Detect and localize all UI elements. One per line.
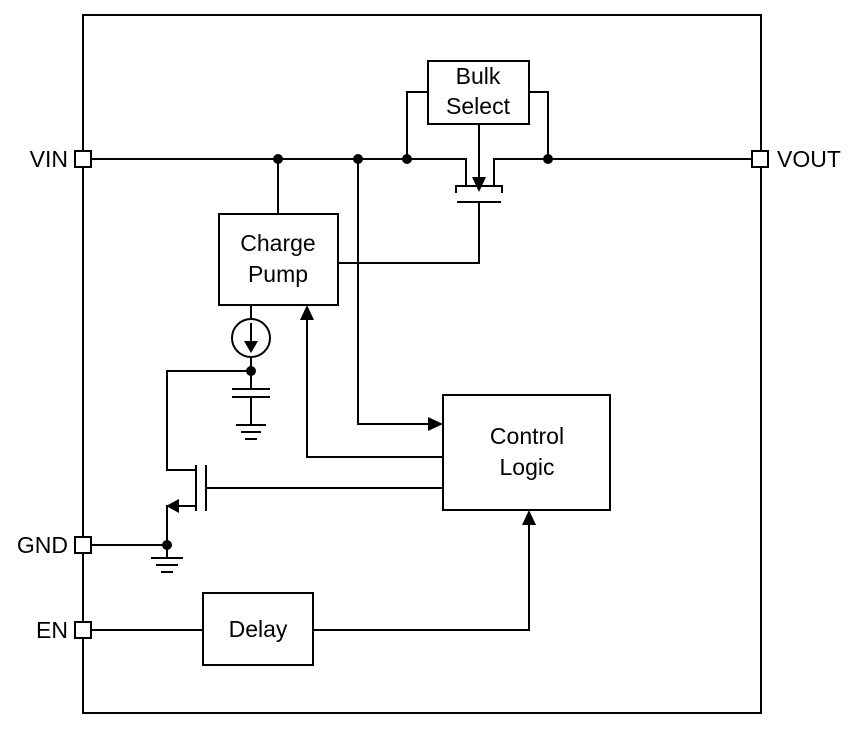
capacitor-symbol	[232, 388, 270, 398]
wires	[90, 91, 753, 631]
delay-label: Delay	[229, 616, 288, 642]
control-logic-label-line2: Logic	[500, 454, 555, 480]
pin-vout-label: VOUT	[777, 146, 841, 172]
current-source-symbol	[231, 318, 271, 358]
delay-block: Delay	[202, 592, 314, 666]
arrow-to-control-logic	[428, 417, 443, 431]
pin-vin: VIN	[30, 146, 92, 172]
bulk-select-label-line1: Bulk	[456, 63, 501, 89]
junction-dots	[162, 154, 553, 550]
control-logic-label-line1: Control	[490, 423, 564, 449]
control-logic-block: Control Logic	[442, 394, 611, 511]
ic-outline	[82, 14, 762, 714]
pin-en-label: EN	[36, 617, 68, 643]
pin-vin-label: VIN	[30, 146, 68, 172]
arrow-to-charge-pump	[300, 305, 314, 320]
pin-gnd-label: GND	[17, 532, 68, 558]
charge-pump-label-line1: Charge	[240, 230, 315, 256]
bulk-select-label-line2: Select	[446, 93, 511, 119]
ground-symbol	[151, 557, 183, 573]
pin-gnd: GND	[17, 532, 92, 558]
pin-vout: VOUT	[751, 146, 841, 172]
pin-en: EN	[36, 617, 92, 643]
charge-pump-block: Charge Pump	[218, 213, 339, 306]
charge-pump-label-line2: Pump	[248, 261, 308, 287]
bulk-select-block: Bulk Select	[427, 60, 530, 125]
ground-symbol	[236, 424, 266, 440]
pass-mosfet-symbol	[455, 177, 503, 203]
arrow-from-delay	[522, 510, 536, 525]
discharge-mosfet-symbol	[166, 465, 207, 513]
